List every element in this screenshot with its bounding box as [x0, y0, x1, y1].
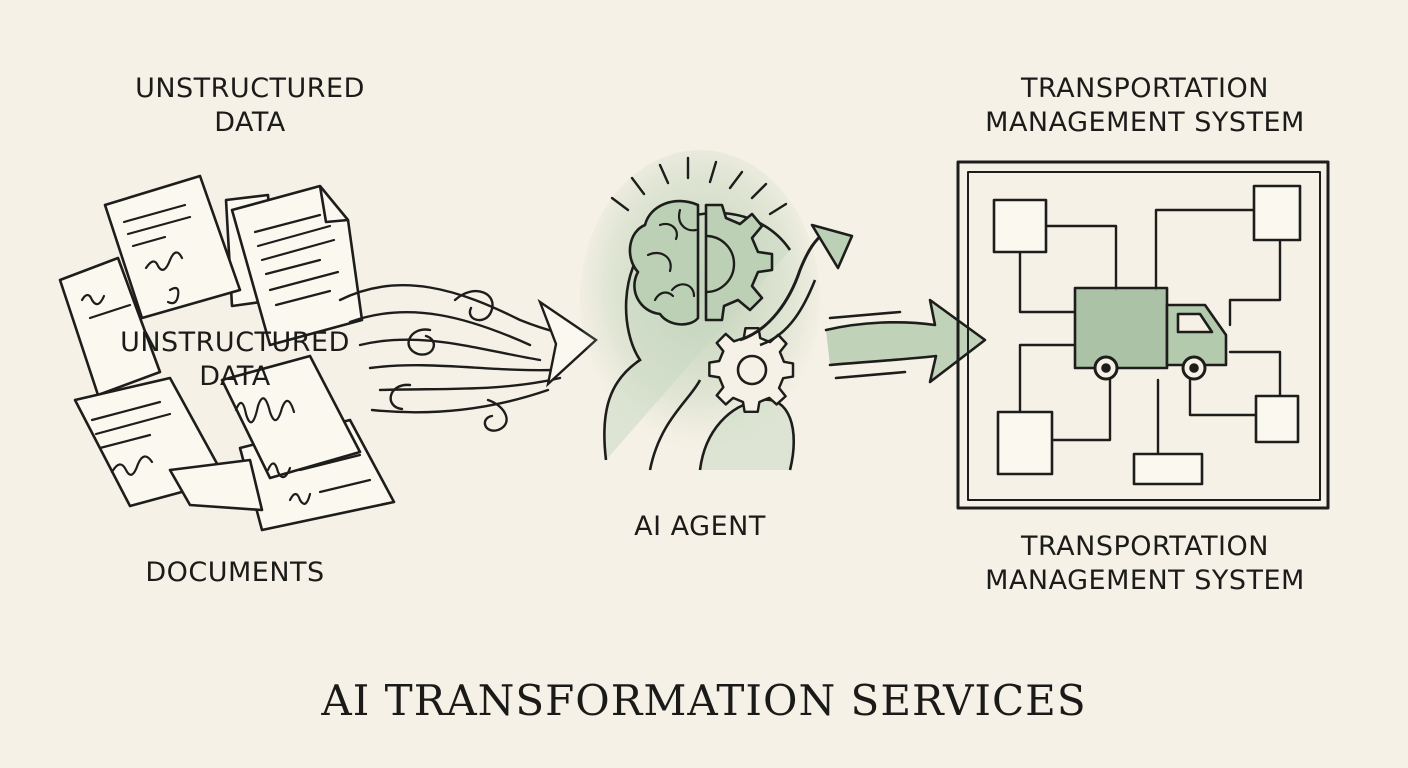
source-middle-label-line1: UNSTRUCTURED [120, 327, 350, 358]
source-top-label: UNSTRUCTURED DATA [110, 72, 390, 140]
tms-bottom-label-line1: TRANSPORTATION [1021, 531, 1269, 562]
tms-top-label-line2: MANAGEMENT SYSTEM [985, 107, 1305, 138]
source-middle-label: UNSTRUCTURED DATA [95, 326, 375, 394]
arrow-right-icon [824, 298, 987, 384]
source-top-label-line2: DATA [214, 107, 286, 138]
tms-bottom-label: TRANSPORTATION MANAGEMENT SYSTEM [960, 530, 1330, 598]
growth-arrow-icon [739, 223, 854, 347]
documents-label: DOCUMENTS [145, 557, 325, 588]
source-top-label-line1: UNSTRUCTURED [135, 73, 365, 104]
network-grid-icon [956, 160, 1330, 510]
document-stack-icon [58, 174, 396, 532]
tms-top-label: TRANSPORTATION MANAGEMENT SYSTEM [960, 72, 1330, 140]
agent-label: AI AGENT [590, 510, 810, 544]
source-middle-label-line2: DATA [199, 361, 271, 392]
tms-top-label-line1: TRANSPORTATION [1021, 73, 1269, 104]
tms-bottom-label-line2: MANAGEMENT SYSTEM [985, 565, 1305, 596]
page-title: AI TRANSFORMATION SERVICES [321, 676, 1087, 725]
ai-head-brain-gear-icon [580, 150, 854, 471]
data-flow-arrow-icon [338, 283, 598, 432]
ai-agent-label: AI AGENT [634, 511, 766, 542]
source-bottom-label: DOCUMENTS [95, 556, 375, 590]
truck-icon [1073, 286, 1228, 381]
